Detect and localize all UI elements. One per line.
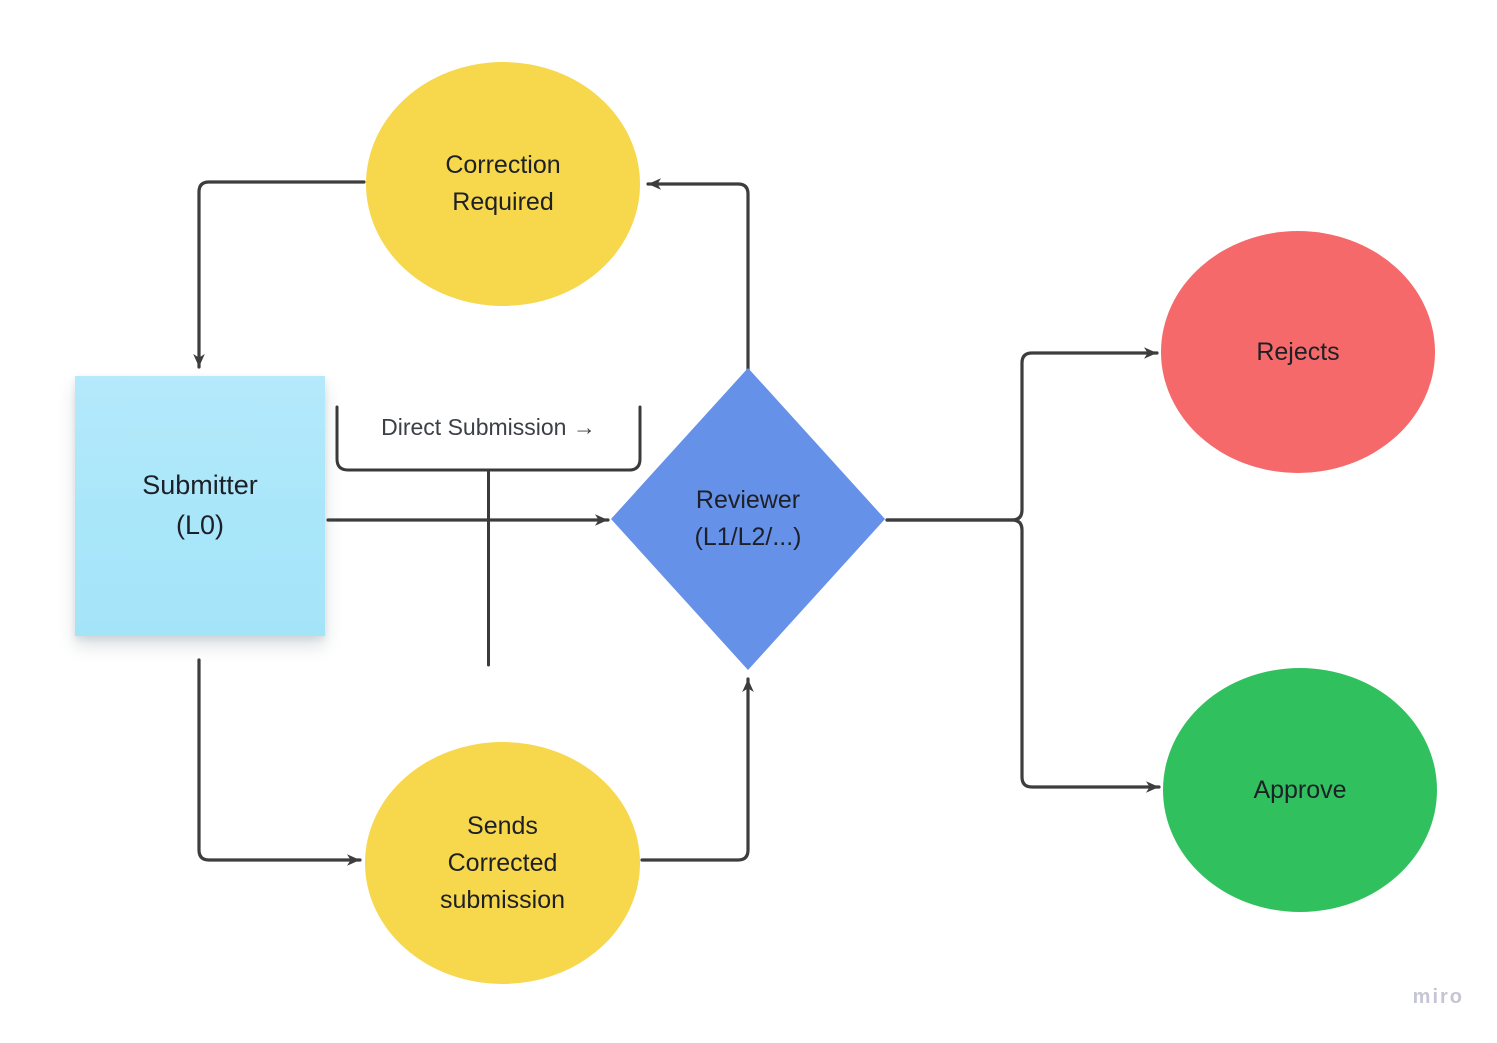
node-rejects-label: Rejects (1256, 337, 1340, 366)
node-submitter-sticky[interactable]: Submitter (L0) (75, 376, 325, 636)
node-approve[interactable]: Approve (1163, 668, 1437, 912)
connector-submitter-to-sends-corrected[interactable] (197, 658, 362, 866)
node-reviewer-label: Reviewer (L1/L2/...) (694, 486, 802, 551)
direct-submission-edge-label[interactable]: Direct Submission → (381, 414, 596, 440)
node-correction-required-label: Correction Required (445, 151, 561, 216)
node-rejects[interactable]: Rejects (1161, 231, 1435, 473)
node-sends-corrected-submission[interactable]: Sends Corrected submission (365, 742, 640, 984)
node-sends-corrected-label: Sends Corrected submission (439, 811, 566, 914)
node-submitter-label: Submitter (L0) (142, 470, 258, 540)
miro-watermark: miro (1412, 986, 1464, 1008)
connector-correction-to-submitter[interactable] (193, 180, 366, 369)
connector-reviewer-to-rejects[interactable] (885, 347, 1159, 522)
connector-reviewer-to-correction[interactable] (646, 178, 750, 372)
node-approve-label: Approve (1253, 775, 1347, 804)
connector-sends-corrected-to-reviewer[interactable] (640, 677, 754, 862)
connector-reviewer-to-approve[interactable] (885, 518, 1161, 793)
node-correction-required[interactable]: Correction Required (366, 62, 640, 306)
